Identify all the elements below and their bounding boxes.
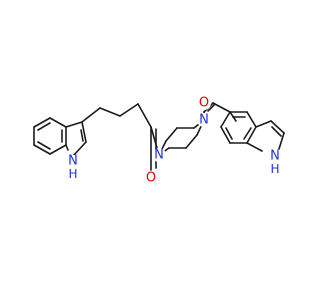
double-bond-inner — [37, 122, 51, 131]
bond — [246, 111, 257, 128]
nitrogen-label: N — [199, 113, 209, 128]
bond — [81, 107, 101, 123]
bond — [278, 132, 285, 150]
bond — [65, 121, 83, 128]
molecule-diagram: O O N N N H N H — [33, 96, 285, 186]
double-bond-inner — [225, 127, 233, 140]
nitrogen-label: N — [68, 154, 78, 169]
bond — [220, 126, 231, 144]
bond — [99, 107, 121, 117]
bond — [33, 117, 51, 128]
oxygen-label: O — [199, 96, 209, 111]
bond — [81, 121, 87, 143]
right-indole — [203, 102, 285, 152]
bond — [165, 127, 178, 142]
oxygen-label: O — [146, 171, 156, 186]
bond — [49, 144, 67, 155]
double-bond-inner — [271, 126, 282, 137]
bond — [255, 120, 272, 128]
bond — [33, 144, 51, 155]
bond — [212, 102, 231, 113]
double-bond-inner — [243, 127, 252, 140]
double-bond-inner — [37, 141, 51, 150]
bond — [72, 141, 87, 157]
bond — [65, 144, 69, 151]
bond — [207, 103, 216, 112]
atom-o-right: O — [197, 96, 211, 111]
atom-n-piperazine-1: N — [152, 148, 166, 163]
nitrogen-label: N — [154, 148, 164, 163]
bond — [49, 117, 67, 128]
hydrogen-label: H — [270, 162, 279, 176]
bond — [246, 126, 257, 144]
atom-n-piperazine-2: N — [197, 113, 211, 128]
bond — [185, 134, 198, 149]
atom-nh-right: N H — [267, 149, 283, 176]
atom-o-left: O — [144, 171, 158, 186]
bond — [246, 142, 263, 152]
hydrogen-label: H — [68, 167, 77, 181]
bond — [270, 120, 285, 134]
bond — [119, 103, 139, 117]
nitrogen-label: N — [270, 149, 280, 164]
atom-nh-left: N H — [65, 154, 81, 181]
left-indole — [33, 103, 152, 157]
bond — [220, 111, 231, 128]
bond — [137, 103, 152, 128]
double-bond-inner — [80, 129, 84, 142]
